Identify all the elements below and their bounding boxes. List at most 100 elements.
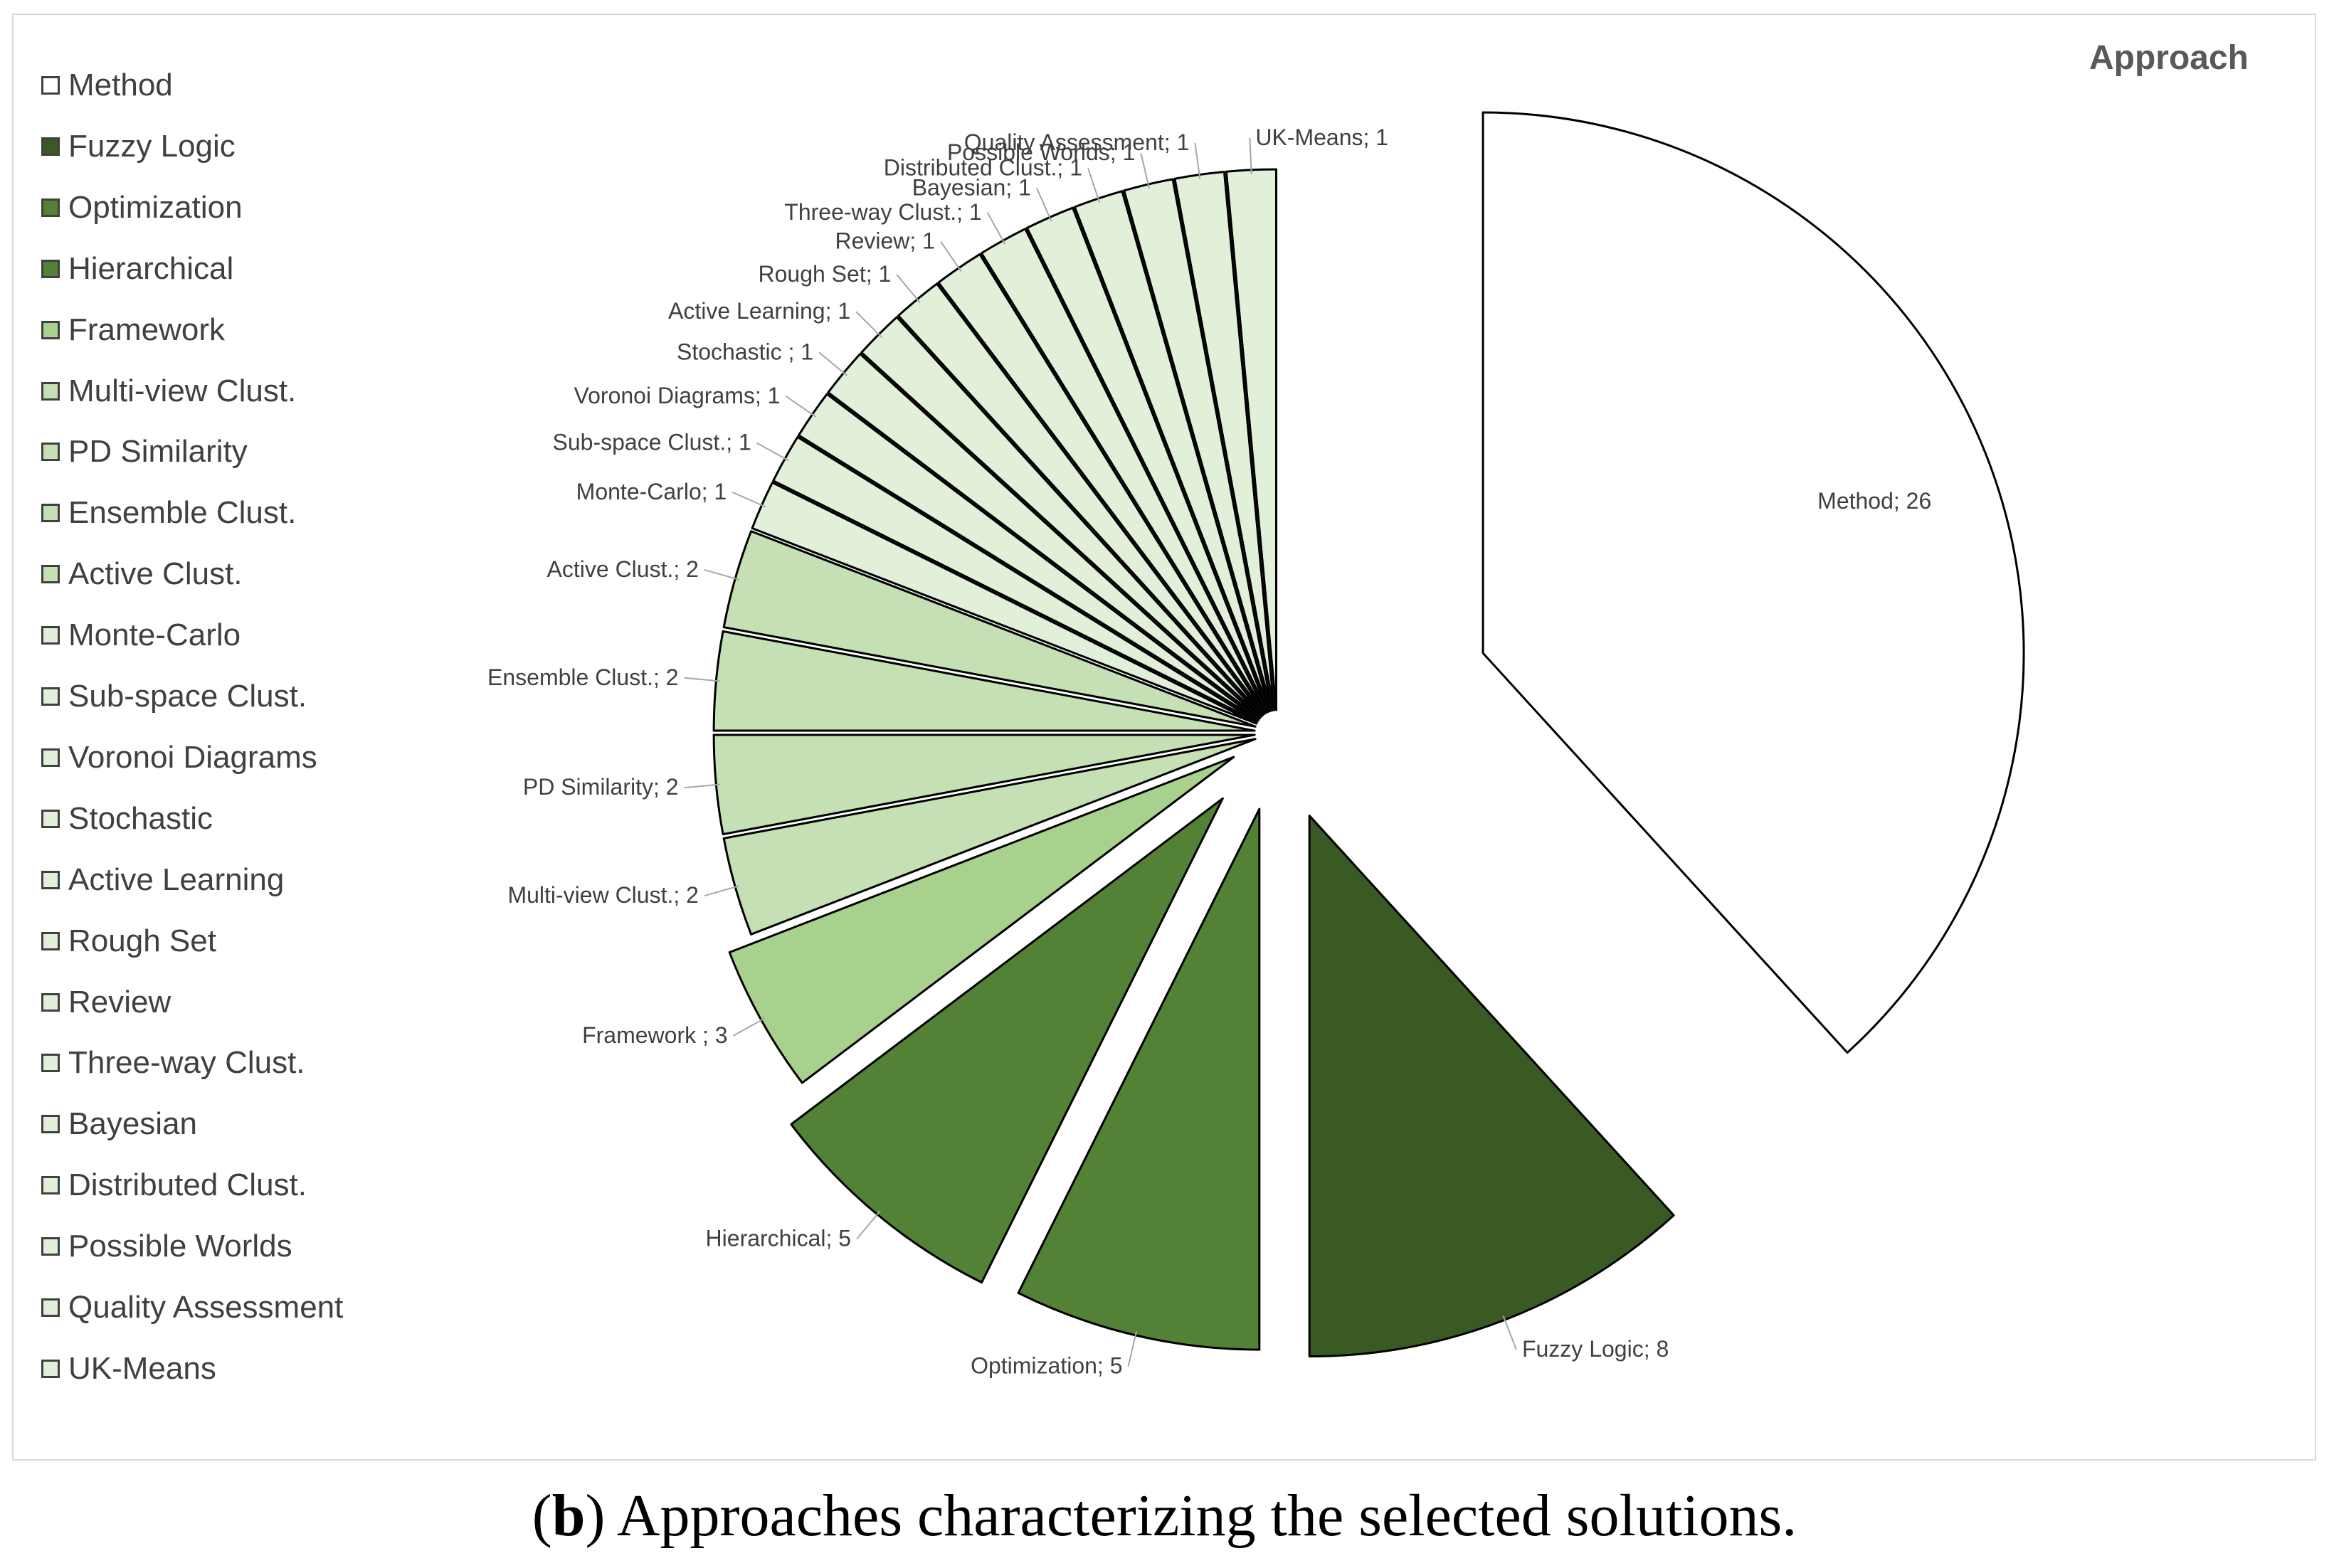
legend-item: Quality Assessment <box>41 1286 343 1329</box>
legend-label: UK-Means <box>68 1350 216 1386</box>
legend-item: Hierarchical <box>41 248 233 290</box>
legend-label: Active Learning <box>68 862 285 897</box>
legend-label: Active Clust. <box>68 556 243 592</box>
legend-label: Rough Set <box>68 923 216 958</box>
slice-data-label: Framework ; 3 <box>582 1022 727 1048</box>
leader-line <box>733 1017 766 1037</box>
legend-label: Ensemble Clust. <box>68 495 297 531</box>
legend-swatch <box>41 870 60 889</box>
legend-item: Rough Set <box>41 920 216 963</box>
legend-swatch <box>41 1054 60 1073</box>
legend-label: Bayesian <box>68 1106 198 1142</box>
slice-data-label: UK-Means; 1 <box>1255 125 1388 150</box>
slice-data-label: Multi-view Clust.; 2 <box>507 882 699 908</box>
legend-label: Optimization <box>68 189 243 225</box>
leader-line <box>856 1210 881 1240</box>
slice-data-label: Hierarchical; 5 <box>706 1226 852 1251</box>
legend-label: Voronoi Diagrams <box>68 739 317 775</box>
legend-item: Multi-view Clust. <box>41 370 296 413</box>
leader-line <box>896 274 921 303</box>
pie-slice <box>1482 111 2025 1054</box>
legend-swatch <box>41 748 60 767</box>
legend-label: Sub-space Clust. <box>68 679 307 714</box>
legend-swatch <box>41 1298 60 1317</box>
legend-swatch <box>41 809 60 828</box>
legend-item: Framework <box>41 309 225 351</box>
slice-data-label: Possible Worlds; 1 <box>947 139 1135 165</box>
leader-line <box>704 568 740 581</box>
legend-label: Monte-Carlo <box>68 618 241 653</box>
leader-line <box>704 885 740 897</box>
legend-item: Sub-space Clust. <box>41 675 307 718</box>
legend-label: Distributed Clust. <box>68 1167 307 1203</box>
figure-caption: (b) Approaches characterizing the select… <box>532 1483 1797 1549</box>
legend-swatch <box>41 259 60 278</box>
legend-swatch <box>41 565 60 584</box>
legend-item: PD Similarity <box>41 430 248 473</box>
legend-item: Optimization <box>41 186 243 229</box>
legend-swatch <box>41 1359 60 1378</box>
leader-line <box>1140 153 1151 189</box>
leader-line <box>684 783 721 789</box>
legend-item: Possible Worlds <box>41 1225 292 1268</box>
slice-data-label: Method; 26 <box>1817 488 1931 514</box>
caption-text: Approaches characterizing the selected s… <box>616 1483 1797 1549</box>
legend-swatch <box>41 1115 60 1134</box>
legend-label: Three-way Clust. <box>68 1045 305 1081</box>
pie-slice <box>1308 815 1675 1358</box>
legend-swatch <box>41 687 60 706</box>
legend-item: Stochastic <box>41 798 213 840</box>
leader-line <box>1127 1330 1138 1367</box>
leader-line <box>1036 187 1052 222</box>
leader-line <box>1502 1315 1517 1350</box>
legend-swatch <box>41 1176 60 1195</box>
slice-data-label: Monte-Carlo; 1 <box>576 479 727 504</box>
leader-line <box>684 677 721 682</box>
legend-swatch <box>41 626 60 645</box>
slice-data-label: Stochastic ; 1 <box>677 339 813 364</box>
legend-item: Bayesian <box>41 1103 197 1145</box>
slice-data-label: Ensemble Clust.; 2 <box>487 664 679 690</box>
legend-item: Ensemble Clust. <box>41 492 296 534</box>
legend-item: Fuzzy Logic <box>41 125 236 168</box>
legend-item: Distributed Clust. <box>41 1164 307 1207</box>
legend-label: Stochastic <box>68 800 213 836</box>
legend-item: Three-way Clust. <box>41 1042 305 1084</box>
leader-line <box>1194 142 1201 179</box>
slice-data-label: Three-way Clust.; 1 <box>784 199 981 225</box>
legend-item: Monte-Carlo <box>41 614 241 657</box>
slice-data-label: Review; 1 <box>835 228 935 253</box>
slice-data-label: Rough Set; 1 <box>758 261 891 287</box>
slice-data-label: Quality Assessment; 1 <box>964 129 1190 155</box>
legend-label: Fuzzy Logic <box>68 128 236 164</box>
legend-item: UK-Means <box>41 1347 216 1390</box>
caption-label: b <box>551 1483 586 1549</box>
leader-line <box>785 396 817 418</box>
legend-swatch <box>41 137 60 156</box>
slice-data-label: Optimization; 5 <box>971 1353 1122 1379</box>
legend-item: Review <box>41 981 171 1024</box>
legend-label: Hierarchical <box>68 250 234 286</box>
legend-swatch <box>41 504 60 523</box>
leader-line <box>940 240 962 272</box>
slice-data-label: PD Similarity; 2 <box>523 774 679 800</box>
slice-data-label: Active Learning; 1 <box>668 298 850 324</box>
legend-swatch <box>41 992 60 1012</box>
leader-line <box>732 492 766 508</box>
legend-swatch <box>41 381 60 401</box>
slice-data-label: Bayesian; 1 <box>912 174 1031 200</box>
legend-swatch <box>41 76 60 95</box>
legend-label: Multi-view Clust. <box>68 373 297 408</box>
legend-item: Method <box>41 64 173 107</box>
legend-item: Active Clust. <box>41 553 243 595</box>
leader-line <box>855 311 882 338</box>
legend-swatch <box>41 198 60 217</box>
chart-title: Approach <box>2088 39 2249 77</box>
legend-label: Quality Assessment <box>68 1290 344 1325</box>
legend-label: Method <box>68 68 173 102</box>
slice-data-label: Active Clust.; 2 <box>547 556 699 582</box>
legend-label: Review <box>68 984 171 1019</box>
legend-label: PD Similarity <box>68 434 248 470</box>
legend-item: Active Learning <box>41 859 284 901</box>
